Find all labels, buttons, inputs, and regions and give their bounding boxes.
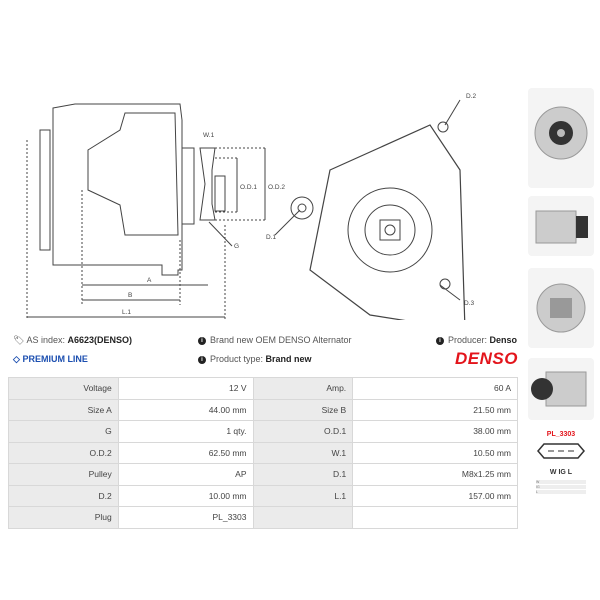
description: i Brand new OEM DENSO Alternator	[198, 335, 352, 345]
spec-label: Size B	[252, 398, 354, 421]
info-icon: i	[198, 336, 206, 345]
diamond-icon: ◇	[13, 354, 20, 364]
spec-value: AP	[117, 463, 254, 486]
label-d3: D.3	[464, 300, 475, 307]
spec-label: O.D.2	[8, 441, 119, 464]
product-photo-rear[interactable]	[528, 268, 594, 348]
alternator-dimension-drawing	[26, 99, 466, 320]
plug-name: PL_3303	[546, 431, 576, 438]
info-icon: i	[436, 336, 444, 345]
label-d1: D.1	[266, 234, 277, 241]
plug-legend-l: L	[536, 490, 586, 494]
spec-label: Size A	[8, 398, 119, 421]
spec-label: D.1	[252, 463, 354, 486]
plug-diagram: PL_3303 W IG L W IG L	[528, 425, 594, 510]
product-type: i Product type: Brand new	[198, 354, 312, 364]
producer: i Producer: Denso	[436, 335, 517, 345]
label-od2: O.D.2	[268, 184, 285, 191]
label-a: A	[147, 277, 152, 284]
spec-value: 44.00 mm	[117, 398, 254, 421]
spec-value: 157.00 mm	[352, 484, 518, 507]
tags-icon: 🏷	[13, 335, 25, 345]
premium-line-badge: ◇ PREMIUM LINE	[13, 354, 88, 365]
plug-pins: W IG L	[549, 469, 573, 476]
label-w1: W.1	[203, 132, 215, 139]
spec-value: 12 V	[117, 377, 254, 400]
plug-legend-w: W	[536, 480, 586, 484]
spec-label: D.2	[8, 484, 119, 507]
spec-value: 10.50 mm	[352, 441, 518, 464]
product-photo-side[interactable]	[528, 196, 594, 256]
label-od1: O.D.1	[240, 184, 257, 191]
spec-value: 21.50 mm	[352, 398, 518, 421]
spec-label: Amp.	[252, 377, 354, 400]
product-photo-angle[interactable]	[528, 358, 594, 420]
spec-value: 10.00 mm	[117, 484, 254, 507]
spec-label: Plug	[8, 506, 119, 529]
producer-label: Producer:	[448, 335, 488, 345]
as-index-label: AS index:	[26, 335, 65, 345]
denso-logo: DENSO	[455, 349, 518, 368]
premium-label: PREMIUM LINE	[22, 354, 88, 364]
spec-label	[252, 506, 354, 529]
spec-label: W.1	[252, 441, 354, 464]
product-type-value: Brand new	[265, 354, 312, 364]
spec-value: 38.00 mm	[352, 420, 518, 443]
as-index: 🏷 AS index: A6623(DENSO)	[13, 335, 132, 346]
producer-value: Denso	[489, 335, 518, 345]
spec-value: 1 qty.	[117, 420, 254, 443]
label-b: B	[128, 292, 133, 299]
spec-value: M8x1.25 mm	[352, 463, 518, 486]
product-type-label: Product type:	[210, 354, 264, 364]
spec-label: G	[8, 420, 119, 443]
spec-label: L.1	[252, 484, 354, 507]
spec-value: 62.50 mm	[117, 441, 254, 464]
spec-value: PL_3303	[117, 506, 254, 529]
label-g: G	[234, 243, 240, 250]
product-photo-front[interactable]	[528, 88, 594, 188]
info-icon: i	[198, 355, 206, 364]
spec-value: 60 A	[352, 377, 518, 400]
plug-connector-icon	[537, 443, 585, 459]
spec-label: Pulley	[8, 463, 119, 486]
as-index-value: A6623(DENSO)	[67, 335, 133, 345]
label-l1: L.1	[122, 309, 132, 316]
spec-label: O.D.1	[252, 420, 354, 443]
description-text: Brand new OEM DENSO Alternator	[210, 335, 352, 345]
spec-value	[352, 506, 518, 529]
plug-legend-ig: IG	[536, 485, 586, 489]
label-d2: D.2	[466, 93, 477, 100]
spec-label: Voltage	[8, 377, 119, 400]
